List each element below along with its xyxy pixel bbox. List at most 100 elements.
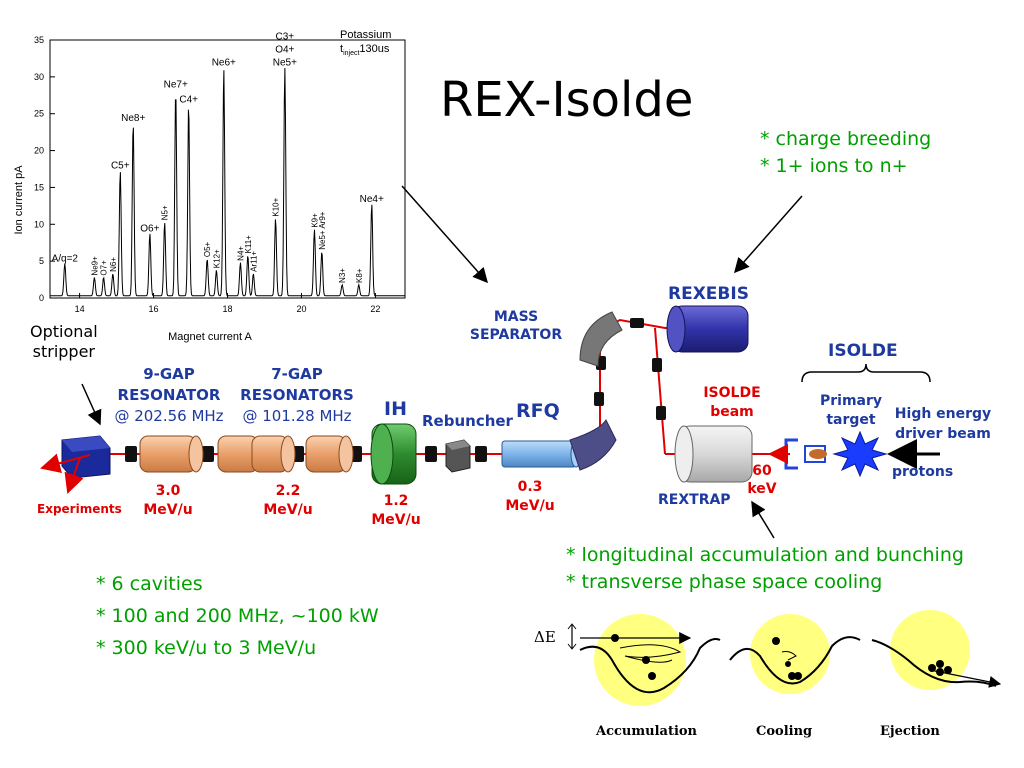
- peak-label: K10+: [272, 197, 281, 216]
- primary-target-label: Primary target: [819, 393, 883, 428]
- quadrupoles: [125, 318, 666, 462]
- note-line: * charge breeding: [760, 128, 932, 150]
- pointer-arrow-rextrap: [751, 500, 775, 539]
- x-tick-label: 14: [75, 304, 85, 314]
- rebuncher: [445, 439, 471, 473]
- peak-label: K11+: [244, 235, 253, 254]
- caption-ejection: Ejection: [880, 724, 940, 739]
- seven-gap-resonators: [217, 435, 354, 473]
- cooling-panel: [729, 614, 861, 694]
- spectrum-trace: [50, 67, 405, 297]
- ejection-panel: [871, 610, 1002, 690]
- peak-label: O6+: [140, 223, 159, 234]
- annotation-potassium: Potassium: [340, 29, 391, 41]
- note-line: * 300 keV/u to 3 MeV/u: [96, 637, 317, 659]
- seven-gap-label: 7-GAP RESONATORS @ 101.28 MHz: [240, 365, 354, 425]
- optional-stripper-label: Optional stripper: [30, 322, 98, 361]
- ih-cavity: [370, 423, 417, 485]
- accumulation-panel: [579, 614, 721, 706]
- y-tick-label: 35: [34, 35, 44, 45]
- experiment-station: [40, 435, 111, 494]
- isolde-brace: [801, 363, 931, 383]
- note-line: * 1+ ions to n+: [760, 155, 908, 177]
- x-tick-label: 16: [149, 304, 159, 314]
- x-tick-label: 20: [296, 304, 306, 314]
- x-axis-label: Magnet current A: [168, 331, 252, 343]
- rexebis: [666, 305, 749, 353]
- peak-label: Ne8+: [121, 113, 145, 124]
- page-title: REX-Isolde: [440, 72, 694, 128]
- peak-label: Ne4+: [360, 194, 384, 205]
- charge-breeding-notes: * charge breeding * 1+ ions to n+: [760, 126, 931, 180]
- peak-label: C5+: [111, 161, 130, 172]
- nine-gap-resonator: [139, 435, 204, 473]
- spectrum-chart: 0 5 10 15 20 25 30 35 14 16 18 20 22 A/q=2 Ne9+O7+N6+…: [13, 29, 406, 343]
- rextrap: [674, 425, 753, 483]
- note-line: * longitudinal accumulation and bunching: [566, 544, 964, 566]
- y-tick-label: 10: [34, 219, 44, 229]
- protons-label: protons: [892, 464, 954, 480]
- rextrap-label: REXTRAP: [658, 492, 731, 508]
- y-tick-label: 30: [34, 72, 44, 82]
- energy-2-2-label: 2.2 MeV/u: [263, 483, 313, 518]
- peak-label: C3+: [276, 31, 295, 42]
- nine-gap-label: 9-GAP RESONATOR @ 202.56 MHz: [114, 365, 224, 425]
- energy-3-0-label: 3.0 MeV/u: [143, 483, 193, 518]
- y-tick-label: 5: [39, 256, 44, 266]
- peak-label: Ne7+: [164, 80, 188, 91]
- trap-panels: ΔE: [534, 610, 1002, 739]
- peak-label: Ne9+: [90, 256, 99, 276]
- peak-label: O4+: [275, 44, 294, 55]
- pointer-arrow-rexebis: [734, 195, 803, 274]
- note-line: * transverse phase space cooling: [566, 571, 883, 593]
- peak-label: K12+: [212, 249, 221, 268]
- peak-label: Ne5+ Ar9+: [318, 211, 327, 250]
- energy-60kev-label: 60 keV: [747, 463, 777, 497]
- peak-label: Ne6+: [212, 57, 236, 68]
- rebuncher-label: Rebuncher: [422, 412, 513, 430]
- peak-label: O5+: [203, 241, 212, 257]
- experiments-label: Experiments: [37, 502, 122, 516]
- note-line: * 100 and 200 MHz, ~100 kW: [96, 605, 379, 627]
- isolde-label: ISOLDE: [828, 341, 898, 361]
- y-tick-label: 0: [39, 293, 44, 303]
- peak-label: N3+: [338, 268, 347, 283]
- pointer-arrow-separator: [401, 185, 488, 284]
- ih-label: IH: [384, 398, 407, 420]
- caption-accumulation: Accumulation: [595, 724, 698, 739]
- peak-label: K9+: [310, 213, 319, 228]
- mass-separator-magnet: [579, 311, 623, 367]
- peak-label: Ar11+: [249, 251, 258, 272]
- peak-label: N5+: [161, 205, 170, 220]
- peak-label: C4+: [179, 94, 198, 105]
- energy-0-3-label: 0.3 MeV/u: [505, 479, 555, 514]
- peak-label: A/q=2: [52, 254, 79, 265]
- y-tick-label: 15: [34, 182, 44, 192]
- mass-separator-label: MASS SEPARATOR: [469, 309, 563, 343]
- caption-cooling: Cooling: [756, 724, 812, 739]
- primary-target: [768, 430, 940, 478]
- rexebis-label: REXEBIS: [668, 284, 749, 304]
- driver-beam-label: High energy driver beam: [894, 406, 992, 442]
- peak-label: O7+: [100, 260, 109, 276]
- delta-e-label: ΔE: [534, 628, 556, 646]
- y-tick-label: 20: [34, 146, 44, 156]
- spectrum-line: [50, 67, 405, 297]
- isolde-beam-label: ISOLDE beam: [703, 385, 761, 420]
- peak-label: K8+: [355, 268, 364, 283]
- x-tick-label: 22: [370, 304, 380, 314]
- y-tick-label: 25: [34, 109, 44, 119]
- peak-label: N4+: [236, 246, 245, 261]
- peak-label: N6+: [109, 257, 118, 272]
- peak-label: Ne5+: [273, 57, 297, 68]
- note-line: * 6 cavities: [96, 573, 203, 595]
- annotation-tinject: tinject130us: [340, 43, 390, 57]
- pointer-arrow-stripper: [81, 383, 102, 426]
- trap-notes: * longitudinal accumulation and bunching…: [566, 542, 964, 596]
- x-tick-label: 18: [222, 304, 232, 314]
- energy-1-2-label: 1.2 MeV/u: [371, 493, 421, 528]
- y-axis-label: Ion current pA: [13, 165, 25, 235]
- target-burst: [832, 430, 888, 478]
